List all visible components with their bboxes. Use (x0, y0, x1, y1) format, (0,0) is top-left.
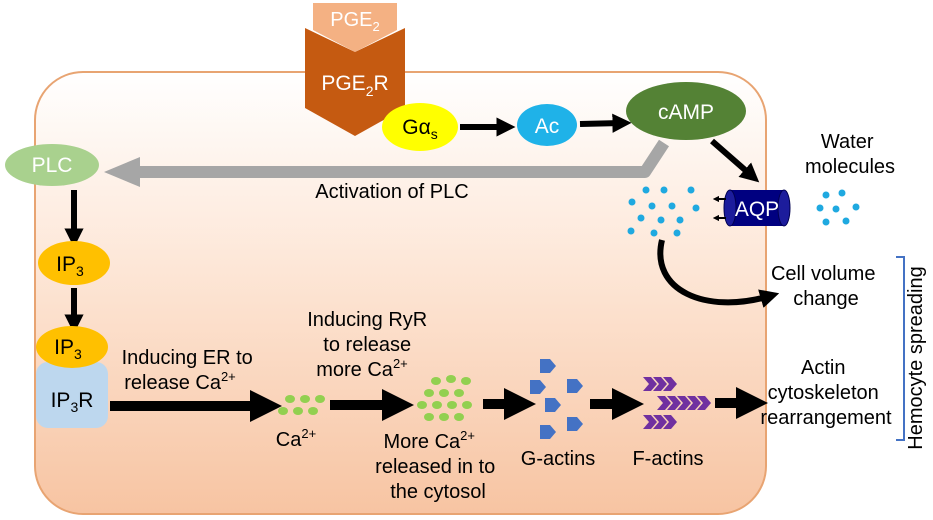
hemocyte-bracket (896, 256, 905, 441)
ac-node: Ac (517, 104, 577, 146)
label-cell-volume: Cell volume change (771, 263, 881, 310)
calcium-dots-2 (417, 375, 472, 421)
label-actin-rearrangement: Actin cytoskeleton rearrangement (760, 357, 892, 429)
svg-text:PLC: PLC (32, 154, 73, 177)
svg-text:AQP: AQP (735, 198, 779, 221)
label-g-actins: G-actins (521, 448, 595, 470)
arrow-cell-volume (657, 239, 780, 308)
label-activation-plc: Activation of PLC (315, 181, 468, 203)
galphas-node: Gαs (382, 103, 458, 151)
ip3r-receptor: IP3R (36, 362, 108, 428)
pge2r-receptor: PGE2R (305, 28, 405, 136)
ip3-node-bound: IP3 (36, 326, 108, 368)
plc-activation-arrow (140, 139, 670, 178)
plc-activation-arrowhead (104, 157, 140, 187)
svg-text:IP3: IP3 (56, 253, 84, 279)
pge2-chevron: PGE2 (313, 3, 397, 52)
water-molecules-inside (627, 186, 700, 237)
water-molecules-outside (816, 189, 860, 226)
svg-text:IP3: IP3 (54, 336, 82, 362)
label-more-ca: More Ca2+ released in to the cytosol (375, 423, 501, 503)
arrow-camp-aqp (710, 138, 760, 183)
svg-text:cAMP: cAMP (658, 101, 714, 124)
plc-node: PLC (5, 144, 99, 186)
label-hemocyte-spreading: Hemocyte spreading (905, 266, 927, 449)
calcium-dots-1 (278, 395, 325, 415)
ip3-node-top: IP3 (38, 241, 110, 285)
svg-text:Ac: Ac (535, 115, 560, 138)
arrow-ac-camp (579, 113, 632, 133)
aqp-channel: AQP (723, 189, 791, 227)
label-ca: Ca2+ (276, 426, 316, 451)
svg-text:Gαs: Gαs (402, 116, 437, 142)
f-actin-chevrons (643, 377, 711, 429)
camp-node: cAMP (626, 82, 746, 140)
svg-text:PGE2R: PGE2R (321, 72, 388, 99)
svg-text:IP3R: IP3R (51, 389, 94, 415)
label-inducing-ryr: Inducing RyR to release more Ca2+ (307, 309, 433, 381)
label-f-actins: F-actins (632, 448, 703, 470)
g-actin-pentagons (530, 359, 583, 439)
svg-text:PGE2: PGE2 (330, 9, 379, 34)
label-water-molecules: Water molecules (805, 131, 895, 178)
label-inducing-er: Inducing ER to release Ca2+ (122, 347, 259, 394)
